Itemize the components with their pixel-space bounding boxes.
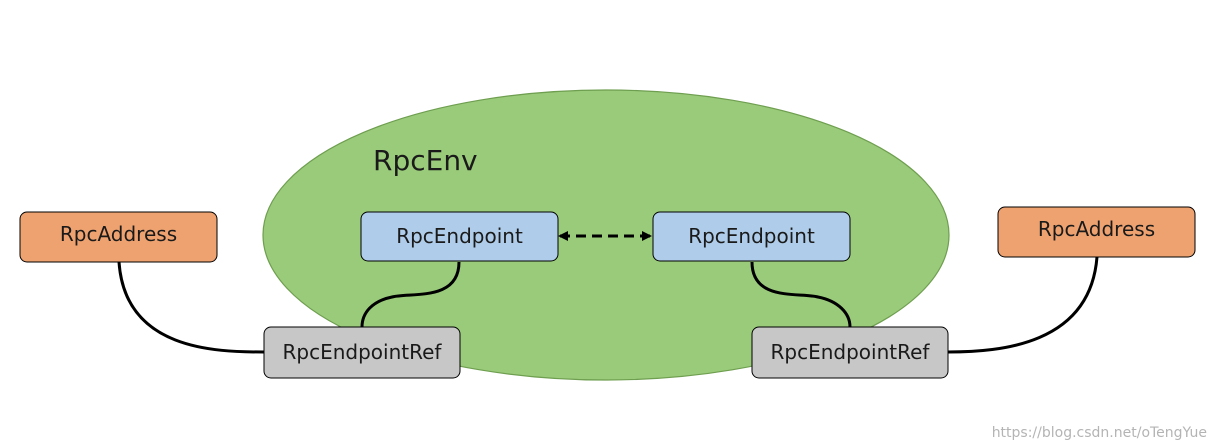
rpc-endpoint-ref-right[interactable]: RpcEndpointRef — [751, 326, 949, 379]
rpc-endpoint-ref-left-label: RpcEndpointRef — [283, 340, 443, 364]
connector-endpoint-left-to-ref — [360, 261, 461, 328]
rpc-endpoint-right-box — [652, 211, 851, 262]
rpc-address-right-box — [997, 206, 1196, 258]
rpc-address-right[interactable]: RpcAddress — [997, 206, 1196, 258]
connector-address-left-to-ref — [117, 261, 265, 354]
connector-endpoint-right-to-ref — [750, 261, 852, 328]
connector-address-right-to-ref — [947, 256, 1099, 354]
rpc-endpoint-right[interactable]: RpcEndpoint — [652, 211, 851, 262]
rpc-endpoint-ref-left[interactable]: RpcEndpointRef — [263, 326, 461, 379]
rpc-endpoint-left[interactable]: RpcEndpoint — [360, 211, 559, 262]
rpc-address-left-label: RpcAddress — [60, 222, 177, 246]
rpc-endpoint-ref-right-label: RpcEndpointRef — [771, 340, 931, 364]
rpc-endpoint-left-box — [360, 211, 559, 262]
rpc-endpoint-right-label: RpcEndpoint — [688, 224, 815, 248]
rpc-address-left-box — [19, 211, 218, 263]
rpc-address-right-label: RpcAddress — [1038, 217, 1155, 241]
rpc-env-label: RpcEnv — [373, 144, 478, 177]
rpc-endpoint-ref-right-box — [751, 326, 949, 379]
rpc-endpoint-ref-left-box — [263, 326, 461, 379]
rpc-address-left[interactable]: RpcAddress — [19, 211, 218, 263]
watermark-text: https://blog.csdn.net/oTengYue — [991, 425, 1207, 441]
rpc-endpoint-left-label: RpcEndpoint — [396, 224, 523, 248]
